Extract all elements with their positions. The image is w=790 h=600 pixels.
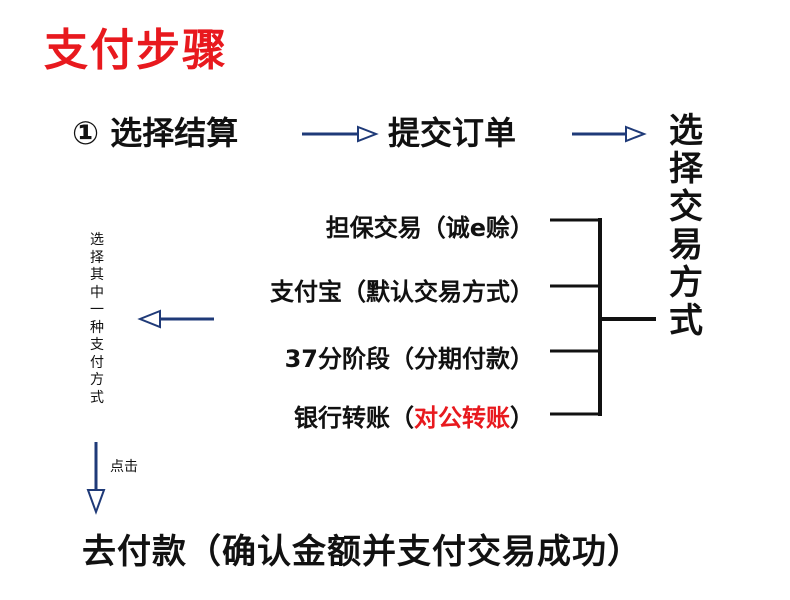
- label-char: 选: [90, 232, 104, 248]
- label-char: 择: [90, 249, 104, 266]
- arrow-right-icon: [302, 125, 379, 143]
- option-alipay: 支付宝（默认交易方式）: [270, 278, 534, 306]
- option-installment: 37分阶段（分期付款）: [284, 345, 534, 373]
- step-select-payment-method: 选 择 交 易 方 式: [666, 112, 706, 340]
- step-char: 方: [669, 263, 703, 303]
- option-bank-transfer-highlight: 对公转账: [414, 404, 510, 432]
- arrow-right-icon: [572, 125, 647, 143]
- label-char: 中: [90, 284, 104, 301]
- option-bank-transfer-prefix: 银行转账（: [294, 404, 414, 432]
- option-bank-transfer: 银行转账（对公转账）: [294, 398, 534, 433]
- label-char: 方: [90, 372, 104, 388]
- step-char: 交: [669, 187, 703, 227]
- label-char: 支: [90, 337, 104, 353]
- choose-one-method-label: 选 择 其 中 一 种 支 付 方 式: [87, 232, 107, 407]
- step-char: 式: [669, 301, 703, 341]
- click-label: 点击: [110, 459, 138, 475]
- step-select-checkout: ① 选择结算: [72, 114, 239, 152]
- arrow-left-icon: [137, 309, 214, 329]
- step-char: 择: [669, 149, 703, 189]
- final-step-pay: 去付款（确认金额并支付交易成功）: [82, 532, 642, 572]
- step-submit-order: 提交订单: [388, 114, 517, 152]
- label-char: 式: [90, 389, 104, 406]
- label-char: 付: [90, 354, 104, 371]
- step-char: 选: [669, 111, 703, 151]
- label-char: 种: [90, 319, 104, 336]
- option-bank-transfer-suffix: ）: [510, 404, 534, 432]
- arrow-down-icon: [86, 442, 106, 515]
- label-char: 一: [90, 302, 104, 318]
- label-char: 其: [90, 267, 104, 283]
- page-title: 支付步骤: [44, 25, 228, 76]
- option-guarantee-trade: 担保交易（诚e赊）: [325, 214, 534, 242]
- options-bracket: [550, 218, 656, 416]
- step-char: 易: [669, 225, 703, 265]
